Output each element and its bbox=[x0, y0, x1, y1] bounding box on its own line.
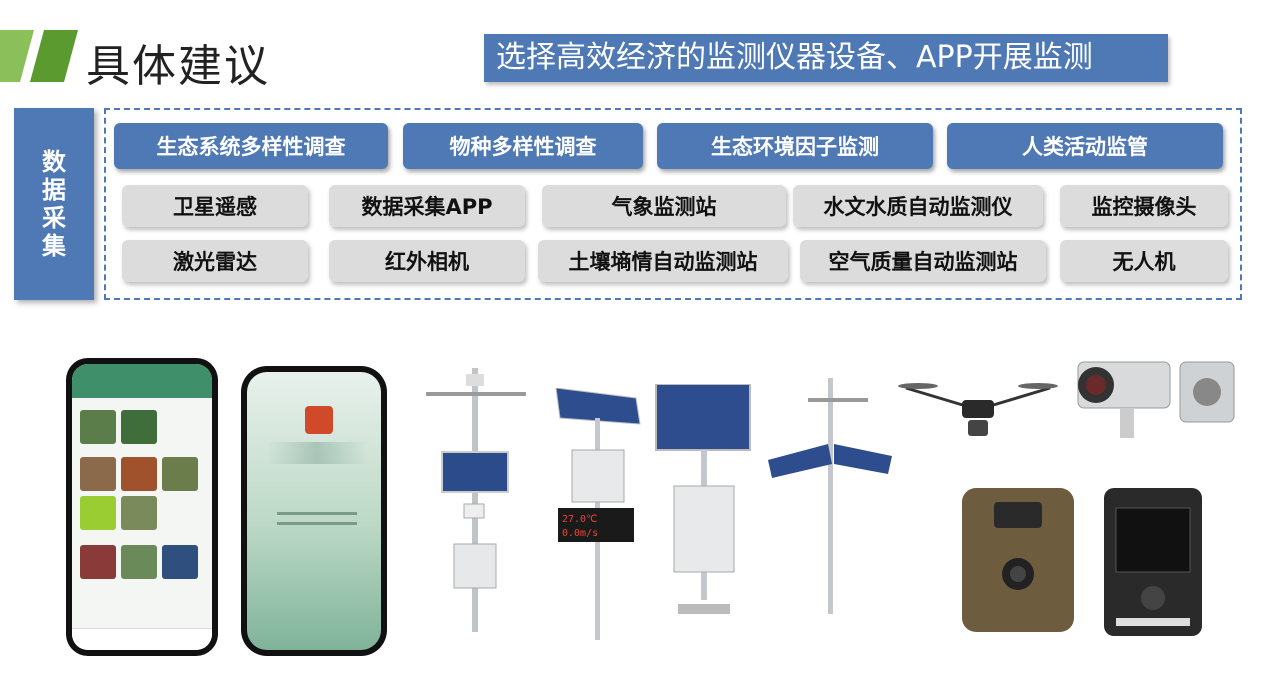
category-human-activity: 人类活动监管 bbox=[947, 123, 1223, 169]
title-accent-icon bbox=[0, 30, 78, 82]
page-title: 具体建议 bbox=[86, 41, 270, 92]
method-camera: 监控摄像头 bbox=[1060, 185, 1228, 227]
side-char: 据 bbox=[42, 176, 66, 204]
phone-app-screenshot bbox=[66, 358, 218, 656]
method-satellite: 卫星遥感 bbox=[122, 185, 308, 227]
weather-station-image bbox=[426, 368, 526, 632]
method-drone: 无人机 bbox=[1060, 240, 1228, 282]
topic-banner: 选择高效经济的监测仪器设备、APP开展监测 bbox=[484, 34, 1168, 82]
air-quality-station-image: 27.0℃ 0.0m/s bbox=[555, 388, 641, 640]
category-environment: 生态环境因子监测 bbox=[657, 123, 933, 169]
data-collection-label: 数 据 采 集 bbox=[14, 108, 94, 300]
security-camera-image bbox=[1077, 361, 1235, 438]
method-water-monitor: 水文水质自动监测仪 bbox=[793, 185, 1043, 227]
method-lidar: 激光雷达 bbox=[122, 240, 308, 282]
method-infrared-camera: 红外相机 bbox=[329, 240, 525, 282]
side-char: 集 bbox=[42, 232, 66, 260]
side-char: 采 bbox=[42, 204, 66, 232]
infrared-camera-image bbox=[962, 488, 1074, 632]
infrared-camera-open-image bbox=[1104, 488, 1202, 636]
method-air-station: 空气质量自动监测站 bbox=[800, 240, 1046, 282]
drone-image bbox=[898, 383, 1058, 436]
svg-text:27.0℃: 27.0℃ bbox=[562, 514, 597, 525]
monitoring-cabinet-image bbox=[655, 384, 751, 614]
method-soil-station: 土壤墒情自动监测站 bbox=[538, 240, 788, 282]
category-ecosystem: 生态系统多样性调查 bbox=[114, 123, 388, 169]
hydrology-station-image bbox=[768, 378, 892, 614]
methods-panel bbox=[104, 108, 1242, 300]
category-species: 物种多样性调查 bbox=[403, 123, 643, 169]
svg-text:0.0m/s: 0.0m/s bbox=[562, 528, 598, 539]
method-app: 数据采集APP bbox=[329, 185, 525, 227]
side-char: 数 bbox=[42, 148, 66, 176]
phone-splash-screenshot bbox=[241, 366, 387, 656]
method-weather-station: 气象监测站 bbox=[542, 185, 786, 227]
